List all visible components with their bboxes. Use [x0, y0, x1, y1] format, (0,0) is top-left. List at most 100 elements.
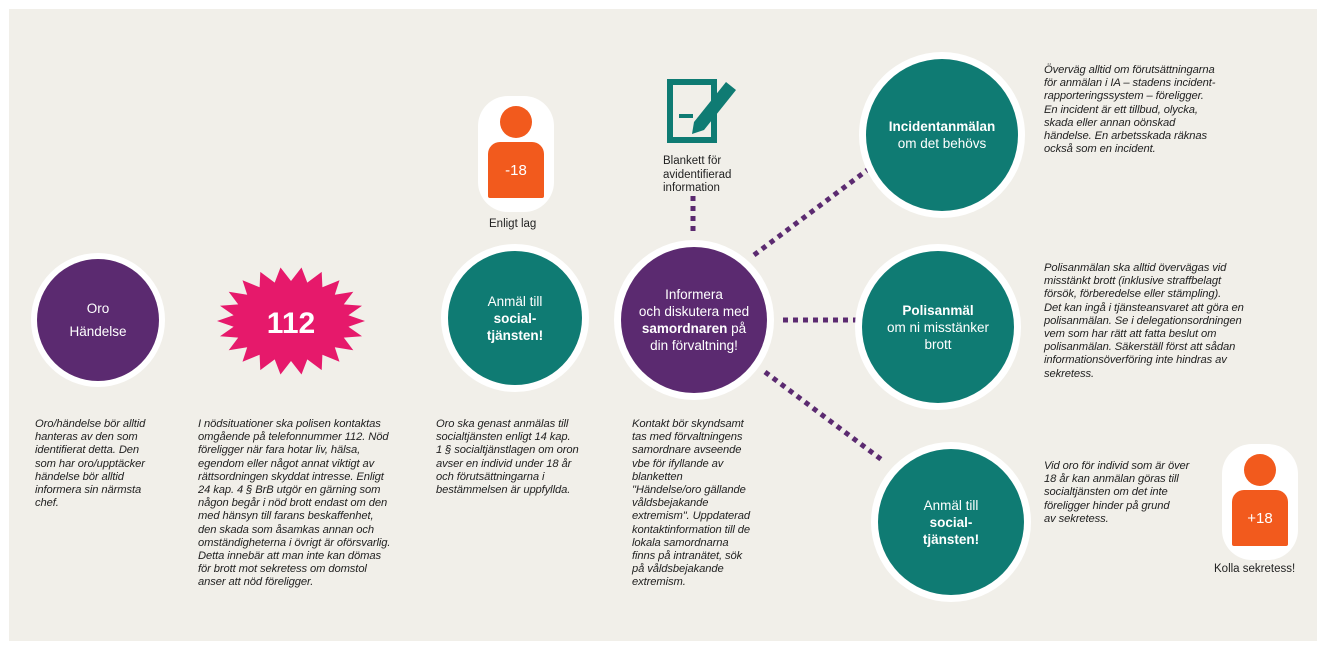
blankett-caption-line: Blankett för	[663, 155, 722, 167]
anmal-2-line1: Anmäl till	[923, 497, 979, 513]
incident-desc-line: skada eller annan oönskad	[1044, 116, 1176, 129]
incident-desc-line: rapporteringssystem – föreligger.	[1044, 90, 1204, 103]
polis-description: Polisanmälan ska alltid övervägas vid mi…	[1044, 262, 1279, 381]
polis-desc-line: polisanmälan. Se i delegationsordningen	[1044, 314, 1242, 327]
oro-desc-line: chef.	[35, 497, 59, 510]
polis-desc-line: misstänkt brott (inklusive straffbelagt	[1044, 275, 1222, 288]
blankett-caption-line: avidentifierad	[663, 168, 732, 181]
blankett-caption-line: information	[663, 182, 720, 194]
oro-circle-ring: Oro Händelse	[31, 253, 165, 387]
enligt-lag-caption: Enligt lag	[489, 218, 537, 230]
anmal-2-line2: social-	[929, 514, 973, 530]
anmal2-desc-line: av sekretess.	[1044, 512, 1109, 525]
anmal1-desc-line: 1 § socialtjänstlagen om oron	[436, 444, 579, 457]
polis-desc-line: vem som har rätt att fatta beslut om	[1044, 328, 1217, 341]
polis-desc-line: polisanmälan. Säkerställ först att sådan	[1044, 341, 1236, 354]
polis-line3: brott	[924, 336, 952, 352]
nod-desc-line: den skada som åsamkas annan och	[198, 523, 375, 536]
polis-line2: om ni misstänker	[886, 319, 990, 335]
anmal2-desc-line: Vid oro för individ som är över	[1044, 460, 1190, 472]
nod-desc-line: egendom eller något annat viktigt av	[198, 457, 375, 470]
oro-desc-line: informera sin närmsta	[35, 484, 142, 497]
informera-desc-line: kontaktinformation till de	[632, 523, 751, 536]
informera-desc-line: "Händelse/oro gällande	[632, 484, 746, 497]
polis-circle: Polisanmäl om ni misstänker brott	[862, 251, 1014, 403]
incident-ring: Incidentanmälan om det behövs	[859, 52, 1025, 218]
nod-desc-line: Detta innebär att man inte kan dömas	[198, 550, 381, 563]
nod-desc-line: anser att nöd föreligger.	[198, 576, 314, 589]
nod-desc-line: 24 kap. 4 § BrB utgör en gärning som	[198, 484, 381, 497]
connector-incident	[752, 166, 872, 257]
nod-desc-line: omgående på telefonnummer 112. Nöd	[198, 431, 389, 444]
incident-description: Överväg alltid om förutsättningarna för …	[1044, 64, 1264, 156]
anmal-1-line1: Anmäl till	[487, 293, 543, 309]
oro-line1: Oro	[86, 301, 110, 316]
person-head-icon	[1244, 454, 1276, 486]
informera-ring: Informera och diskutera med samordnaren …	[614, 240, 774, 400]
oro-description: Oro/händelse bör alltid hanteras av den …	[35, 418, 185, 510]
informera-desc-line: Kontakt bör skyndsamt	[632, 418, 744, 430]
anmal-social-2-description: Vid oro för individ som är över 18 år ka…	[1044, 460, 1224, 526]
anmal2-desc-line: föreligger hinder på grund	[1044, 499, 1170, 512]
incident-desc-line: En incident är ett tillbud, olycka,	[1044, 103, 1198, 116]
informera-line2: och diskutera med	[638, 304, 750, 319]
informera-circle: Informera och diskutera med samordnaren …	[621, 247, 767, 393]
anmal-1-line3: tjänsten!	[486, 327, 544, 343]
anmal-social-1-description: Oro ska genast anmälas till socialtjänst…	[436, 418, 611, 497]
nod-desc-line: någon begår i nöd brott endast om den	[198, 497, 388, 510]
oro-desc-line: Oro/händelse bör alltid	[35, 418, 146, 430]
informera-description: Kontakt bör skyndsamt tas med förvaltnin…	[632, 418, 782, 590]
informera-desc-line: blanketten	[632, 470, 683, 483]
polis-line1: Polisanmäl	[902, 302, 974, 318]
anmal-social-1-ring: Anmäl till social- tjänsten!	[441, 244, 589, 392]
informera-desc-line: lokala samordnarna	[632, 536, 729, 549]
form-edit-icon	[667, 79, 736, 143]
informera-desc-line: extremism.	[632, 576, 686, 589]
informera-desc-line: extremism". Uppdaterad	[632, 510, 751, 523]
incident-desc-line: Överväg alltid om förutsättningarna	[1044, 64, 1215, 76]
person-adult-icon: +18	[1232, 490, 1288, 546]
anmal1-desc-line: och förutsättningarna i	[436, 470, 545, 483]
anmal1-desc-line: bestämmelsen är uppfyllda.	[436, 484, 571, 497]
anmal-social-1-circle: Anmäl till social- tjänsten!	[448, 251, 582, 385]
oro-desc-line: identifierat detta. Den	[35, 444, 140, 457]
nod-desc-line: omständigheterna i övrigt är oförsvarlig…	[198, 536, 391, 549]
oro-circle: Oro Händelse	[37, 259, 159, 381]
anmal1-desc-line: avser en individ under 18 år	[436, 457, 572, 470]
informera-line1: Informera	[665, 287, 723, 302]
incident-line1: Incidentanmälan	[888, 119, 996, 134]
informera-desc-line: vbe för ifyllande av	[632, 457, 724, 470]
anmal2-desc-line: socialtjänsten om det inte	[1044, 486, 1168, 499]
informera-desc-line: på våldsbejakande	[632, 563, 724, 576]
kolla-sekretess-caption: Kolla sekretess!	[1214, 563, 1296, 575]
blankett-caption: Blankett för avidentifierad information	[663, 155, 731, 196]
informera-desc-line: tas med förvaltningens	[632, 431, 743, 444]
polis-ring: Polisanmäl om ni misstänker brott	[855, 244, 1021, 410]
nod-desc-line: för brott mot sekretess om domstol	[198, 563, 367, 576]
nod-desc-line: föreligger när fara hotar liv, hälsa,	[198, 444, 361, 457]
incident-desc-line: händelse. En arbetsskada räknas	[1044, 130, 1207, 143]
polis-desc-line: informationsöverföring inte hindras av	[1044, 354, 1227, 367]
person-head-icon	[500, 106, 532, 138]
connector-anmal-2	[763, 370, 884, 462]
informera-line4: din förvaltning!	[650, 338, 738, 353]
informera-line3-rest: på	[727, 321, 747, 336]
oro-line2: Händelse	[69, 324, 127, 339]
nod-desc-line: med hänsyn till farans beskaffenhet,	[198, 510, 374, 523]
oro-desc-line: hanteras av den som	[35, 431, 138, 444]
anmal-1-line2: social-	[493, 310, 537, 326]
age-over-18-label: +18	[1247, 509, 1273, 527]
informera-desc-line: våldsbejakande	[632, 497, 709, 510]
samordnaren-bold: samordnaren	[641, 321, 728, 336]
anmal-social-2-circle: Anmäl till social- tjänsten!	[878, 449, 1024, 595]
polis-desc-line: Polisanmälan ska alltid övervägas vid	[1044, 262, 1227, 274]
incident-desc-line: också som en incident.	[1044, 143, 1156, 156]
informera-line3: samordnaren på	[642, 320, 746, 337]
incident-line2: om det behövs	[897, 136, 987, 151]
oro-desc-line: som har oro/upptäcker	[35, 457, 145, 470]
person-minor-icon: -18	[488, 142, 544, 198]
incident-desc-line: för anmälan i IA – stadens incident-	[1044, 77, 1216, 90]
informera-desc-line: finns på intranätet, sök	[632, 550, 743, 563]
anmal2-desc-line: 18 år kan anmälan göras till	[1044, 473, 1179, 486]
